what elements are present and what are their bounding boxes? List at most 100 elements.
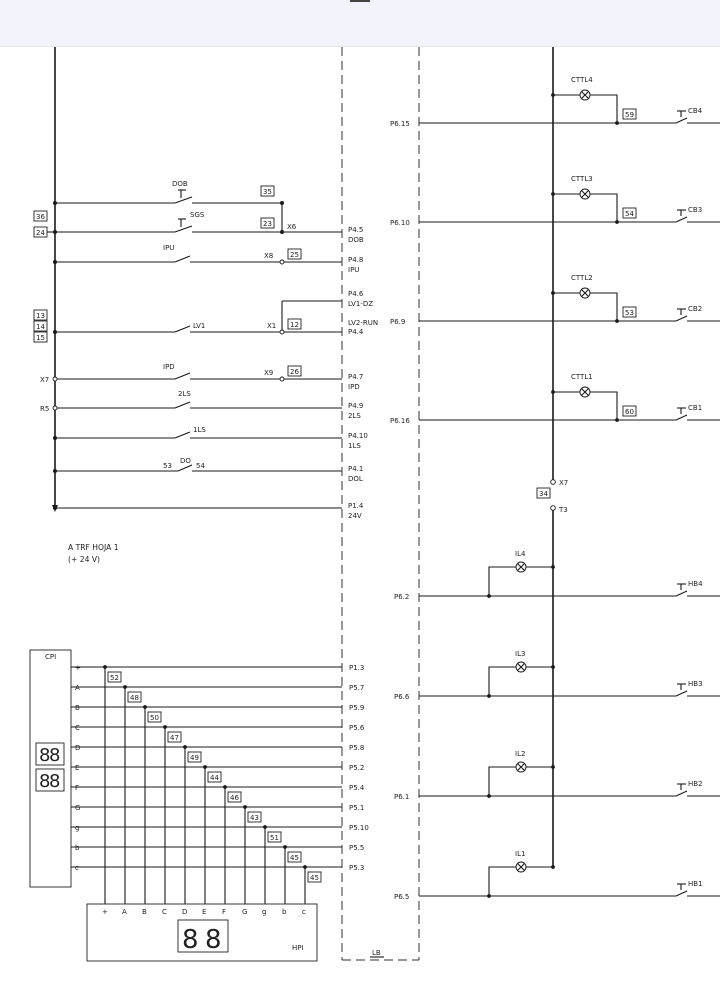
cpi-display-1 xyxy=(35,742,65,766)
switch-label: IPD xyxy=(163,363,175,371)
button-label: HB4 xyxy=(688,580,703,588)
ref-box xyxy=(167,731,182,743)
ref-number: 49 xyxy=(190,754,199,762)
ref-number: 48 xyxy=(130,694,139,702)
port-code: P4.7 xyxy=(348,373,363,381)
ref-box: 23 xyxy=(263,220,272,228)
hpi-pin-label: G xyxy=(242,908,247,916)
port-code: P6.2 xyxy=(394,593,409,601)
ref-box xyxy=(187,751,202,763)
hpi-pin-label: b xyxy=(282,908,287,916)
right-bus: X7 34 T3 xyxy=(536,47,568,867)
lamp-label: IL4 xyxy=(515,550,526,558)
lamp-branch xyxy=(553,292,618,321)
port-code: P4.10 xyxy=(348,432,368,440)
terminal-label: X1 xyxy=(267,322,276,330)
terminal-label: X9 xyxy=(264,369,273,377)
lamp-label: IL3 xyxy=(515,650,525,658)
hpi-title: HPI xyxy=(292,944,304,952)
port-code: P5.9 xyxy=(349,704,364,712)
hpi-pin-label: A xyxy=(122,908,127,916)
button-label: CB4 xyxy=(688,107,703,115)
cpi-hpi-section: CPI 8 8 8 8 HPI 8 8 +52P1.3+A48P5.7AB50P… xyxy=(29,649,369,962)
junction-dot xyxy=(203,765,207,769)
button-label: HB2 xyxy=(688,780,703,788)
port-code: P5.1 xyxy=(349,804,364,812)
ref-box: 14 xyxy=(36,323,45,331)
junction-dot xyxy=(243,805,247,809)
junction-dot xyxy=(615,121,619,125)
port-code: P6.9 xyxy=(390,318,405,326)
junction-dot xyxy=(615,319,619,323)
port-desc: 24V xyxy=(348,512,362,520)
ref-number: 45 xyxy=(290,854,299,862)
junction-dot xyxy=(487,894,491,898)
ref-box: 35 xyxy=(263,188,272,196)
junction-dot xyxy=(551,765,555,769)
port-code: P6.1 xyxy=(394,793,409,801)
ref-number: 45 xyxy=(310,874,319,882)
lamp-label: CTTL4 xyxy=(571,76,593,84)
ref-number: 51 xyxy=(270,834,279,842)
ref-box xyxy=(287,851,302,863)
cpi-digit: 8 xyxy=(39,771,50,792)
top-bar xyxy=(0,0,720,47)
hpi-pin-label: B xyxy=(142,908,147,916)
junction-dot xyxy=(183,745,187,749)
ref-box: 34 xyxy=(539,490,548,498)
cpi-pin-label: E xyxy=(75,764,79,772)
hpi-pin-label: + xyxy=(102,908,108,916)
port-code: P5.10 xyxy=(349,824,369,832)
ref-box: 13 xyxy=(36,312,45,320)
lamp-branch xyxy=(488,766,553,796)
ref-number: 50 xyxy=(150,714,159,722)
port-code: P1.3 xyxy=(349,664,364,672)
lamp-branch xyxy=(553,391,618,420)
button-contact xyxy=(675,690,688,697)
terminal-label: X6 xyxy=(287,223,297,231)
port-code: P4.8 xyxy=(348,256,363,264)
ref-box xyxy=(307,871,322,883)
switch-label: 2LS xyxy=(178,390,191,398)
button-contact xyxy=(675,590,688,597)
ref-box: 25 xyxy=(290,251,299,259)
switch-label: SGS xyxy=(190,211,205,219)
button-contact xyxy=(675,414,688,421)
hpi-pin-label: D xyxy=(182,908,187,916)
board-label: LB xyxy=(372,949,381,957)
port-code: P6.15 xyxy=(390,120,410,128)
junction-dot xyxy=(123,685,127,689)
ref-box: 24 xyxy=(36,229,45,237)
port-code: P4.6 xyxy=(348,290,364,298)
junction-dot xyxy=(487,794,491,798)
port-code: P5.7 xyxy=(349,684,364,692)
junction-dot xyxy=(487,694,491,698)
ref-box xyxy=(622,405,637,417)
ref-number: 53 xyxy=(625,309,634,317)
port-code: P5.2 xyxy=(349,764,364,772)
junction-dot xyxy=(223,785,227,789)
port-code: P5.8 xyxy=(349,744,364,752)
port-desc: DOL xyxy=(348,475,363,483)
port-code: P6.6 xyxy=(394,693,410,701)
lamp-branch xyxy=(553,193,618,222)
cpi-title: CPI xyxy=(45,653,56,661)
port-code: P6.5 xyxy=(394,893,409,901)
button-contact xyxy=(675,117,688,124)
lamp-branch xyxy=(488,666,553,696)
ref-box: 36 xyxy=(36,213,45,221)
lamp-label: CTTL1 xyxy=(571,373,593,381)
hpi-pin-label: E xyxy=(202,908,206,916)
hpi-pin-label: F xyxy=(222,908,226,916)
ref-box xyxy=(127,691,142,703)
cpi-box xyxy=(29,649,72,888)
hpi-pin-label: C xyxy=(162,908,167,916)
contact-number: 53 xyxy=(163,462,172,470)
port-desc: 1LS xyxy=(348,442,361,450)
junction-dot xyxy=(487,594,491,598)
button-label: CB3 xyxy=(688,206,702,214)
junction-dot xyxy=(615,418,619,422)
switch-label: DOB xyxy=(172,180,188,188)
feed-note-2: (+ 24 V) xyxy=(68,555,100,564)
drag-handle[interactable] xyxy=(350,0,370,2)
